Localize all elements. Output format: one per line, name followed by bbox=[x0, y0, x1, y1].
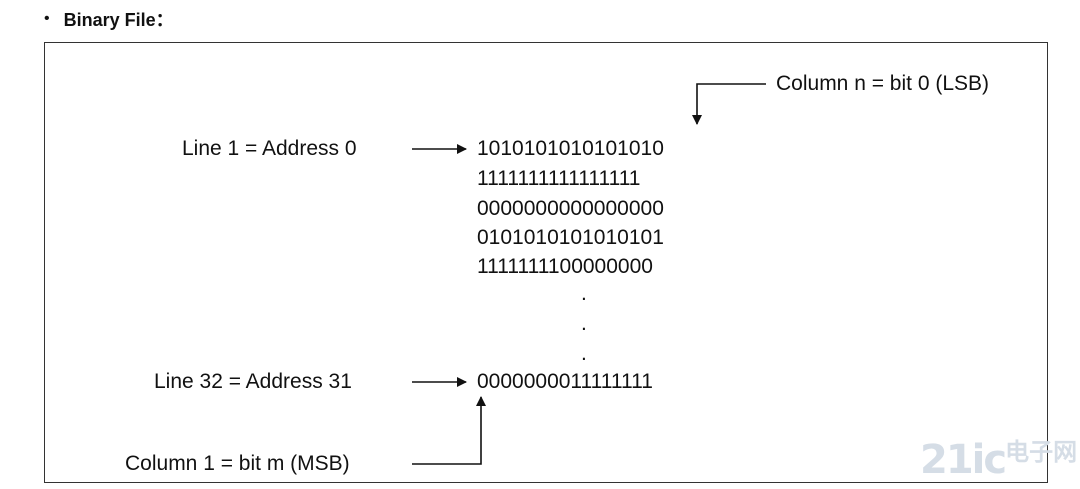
line1-label: Line 1 = Address 0 bbox=[182, 137, 357, 160]
diagram-frame bbox=[44, 42, 1048, 483]
watermark-suffix: 电子网 bbox=[1005, 438, 1078, 466]
bit-row: 1010101010101010 bbox=[477, 137, 664, 160]
heading-title: Binary File： bbox=[63, 10, 174, 30]
line32-label: Line 32 = Address 31 bbox=[154, 370, 352, 393]
bit-row: 1111111100000000 bbox=[477, 255, 653, 278]
section-heading: • Binary File： bbox=[44, 6, 174, 32]
watermark-text: 21ic bbox=[920, 437, 1007, 483]
bit-row: 0000000000000000 bbox=[477, 197, 664, 220]
watermark-logo: 21ic电子网 bbox=[920, 440, 1077, 480]
ellipsis-dot: . bbox=[581, 312, 587, 335]
column1-label: Column 1 = bit m (MSB) bbox=[125, 452, 350, 475]
bit-row: 1111111111111111 bbox=[477, 167, 641, 190]
bullet-icon: • bbox=[44, 10, 50, 27]
column-n-arrow bbox=[692, 83, 766, 125]
ellipsis-dot: . bbox=[581, 342, 587, 365]
column1-arrow bbox=[412, 396, 486, 465]
ellipsis-dot: . bbox=[581, 282, 587, 305]
bit-row-last: 0000000011111111 bbox=[477, 370, 653, 393]
column-n-label: Column n = bit 0 (LSB) bbox=[776, 72, 990, 95]
bit-row: 0101010101010101 bbox=[477, 226, 664, 249]
